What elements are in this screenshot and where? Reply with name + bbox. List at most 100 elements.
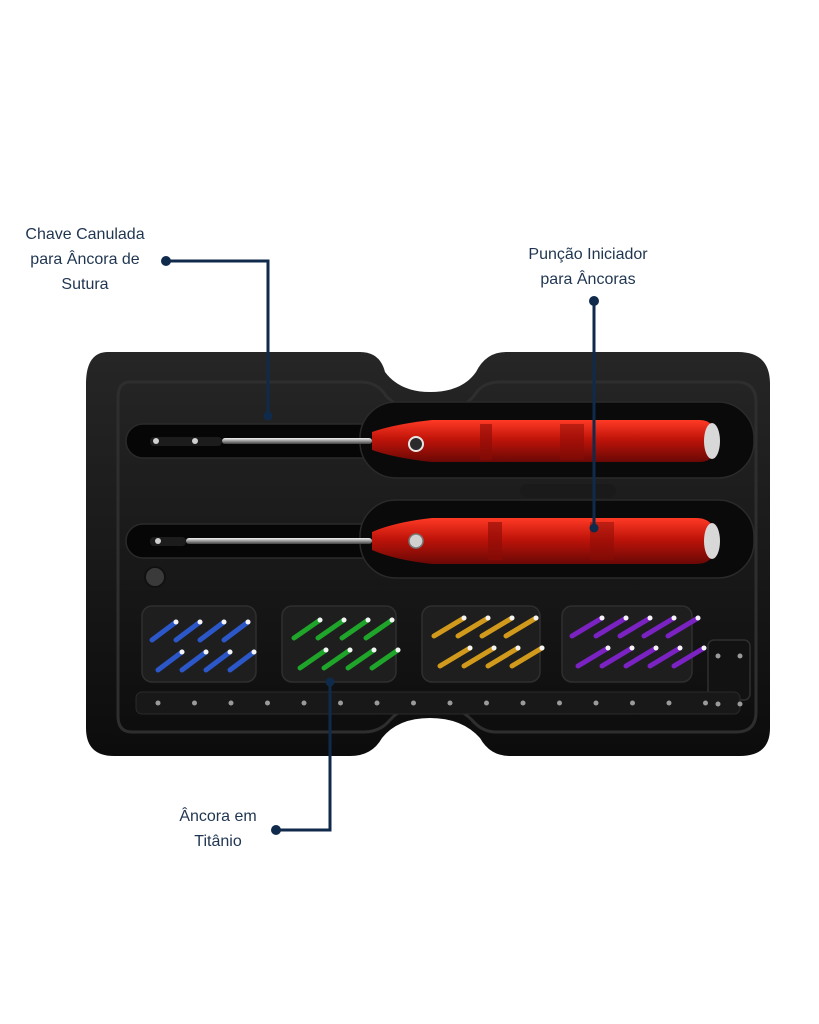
- pocket-hole: [737, 701, 743, 707]
- anchor-blue: [179, 649, 209, 673]
- anchor-tip: [515, 645, 521, 651]
- anchor-gold: [437, 645, 473, 669]
- anchor-blue: [203, 649, 233, 673]
- anchor-tip: [695, 615, 701, 621]
- anchor-tip: [245, 619, 251, 625]
- anchor-tip: [623, 615, 629, 621]
- anchor-purple: [617, 615, 653, 639]
- anchor-tip: [605, 645, 611, 651]
- anchor-gold: [509, 645, 545, 669]
- anchor-tip: [221, 619, 227, 625]
- leader-chave: [166, 259, 270, 416]
- anchor-green: [345, 647, 377, 671]
- anchor-tip: [203, 649, 209, 655]
- anchor-purple: [599, 645, 635, 669]
- anchor-gold: [503, 615, 539, 639]
- anchor-tip: [653, 645, 659, 651]
- anchor-tip: [389, 617, 395, 623]
- anchor-tip: [317, 617, 323, 623]
- anchor-gold: [431, 615, 467, 639]
- anchor-green: [297, 647, 329, 671]
- anchor-gold: [455, 615, 491, 639]
- callout-chave-canulada: Chave Canulada para Âncora de Sutura: [14, 222, 156, 297]
- tray-socket: [144, 566, 166, 588]
- anchor-purple: [575, 645, 611, 669]
- anchor-tip: [671, 615, 677, 621]
- anchor-tip: [227, 649, 233, 655]
- callout-line: Punção Iniciador: [528, 246, 648, 263]
- rail-hole: [484, 700, 489, 706]
- rail-hole: [447, 700, 453, 706]
- anchor-purple: [623, 645, 659, 669]
- anchor-tip: [197, 619, 203, 625]
- anchor-blue: [197, 619, 227, 643]
- anchor-purple: [665, 615, 701, 639]
- anchor-purple: [641, 615, 677, 639]
- anchor-tip: [251, 649, 257, 655]
- anchor-tip: [461, 615, 467, 621]
- rail-hole: [192, 700, 197, 706]
- anchor-tip: [323, 647, 329, 653]
- anchor-tip: [701, 645, 707, 651]
- anchor-purple: [671, 645, 707, 669]
- anchor-tip: [173, 619, 179, 625]
- anchor-tip: [629, 645, 635, 651]
- anchor-purple: [647, 645, 683, 669]
- leader-dots: [161, 256, 599, 835]
- anchor-compartment-green: [281, 605, 397, 683]
- anchor-tip: [395, 647, 401, 653]
- anchor-green: [315, 617, 347, 641]
- callout-line: Chave Canulada: [25, 226, 145, 243]
- rail-hole: [411, 700, 416, 706]
- anchor-blue: [173, 619, 203, 643]
- rail-hole: [520, 700, 526, 706]
- leader-lines: [166, 259, 596, 832]
- rail-hole: [593, 700, 599, 706]
- callout-line: Âncora em: [179, 808, 257, 825]
- anchor-purple: [569, 615, 605, 639]
- rail-hole: [630, 700, 635, 706]
- rail-holes: [155, 653, 743, 707]
- anchor-green: [321, 647, 353, 671]
- tray-side-pocket: [707, 639, 751, 701]
- anchor-tip: [179, 649, 185, 655]
- anchor-blue: [155, 649, 185, 673]
- anchor-tip: [599, 615, 605, 621]
- rail-hole: [228, 700, 234, 706]
- callout-line: Sutura: [61, 276, 109, 293]
- anchor-green: [363, 617, 395, 641]
- anchor-gold: [479, 615, 515, 639]
- callout-line: para Âncora de: [30, 251, 140, 268]
- anchor-tip: [491, 645, 497, 651]
- anchor-tip: [485, 615, 491, 621]
- leader-ancora: [276, 682, 332, 832]
- anchor-green: [339, 617, 371, 641]
- callout-puncao-iniciador: Punção Iniciador para Âncoras: [510, 242, 666, 292]
- rail-hole: [666, 700, 672, 706]
- rail-hole: [265, 700, 270, 706]
- pocket-hole: [715, 653, 721, 659]
- anchor-compartment-gold: [421, 605, 541, 683]
- titanium-anchors: [149, 615, 707, 673]
- anchor-tip: [533, 615, 539, 621]
- rail-hole: [374, 700, 380, 706]
- pocket-hole: [715, 701, 721, 707]
- cannulated-screwdriver-icon: [150, 420, 720, 462]
- pocket-hole: [737, 653, 743, 659]
- anchor-tip: [371, 647, 377, 653]
- anchor-tip: [539, 645, 545, 651]
- callout-line: para Âncoras: [540, 271, 636, 288]
- rail-hole: [703, 700, 708, 706]
- anchor-tip: [341, 617, 347, 623]
- callout-line: Titânio: [194, 833, 242, 850]
- anchor-tip: [365, 617, 371, 623]
- anchor-tip: [677, 645, 683, 651]
- anchor-blue: [221, 619, 251, 643]
- anchor-tip: [467, 645, 473, 651]
- anchor-tip: [509, 615, 515, 621]
- tray-bottom-rail: [135, 691, 741, 715]
- callout-ancora-titanio: Âncora em Titânio: [166, 804, 270, 854]
- rail-hole: [301, 700, 307, 706]
- anchor-green: [291, 617, 323, 641]
